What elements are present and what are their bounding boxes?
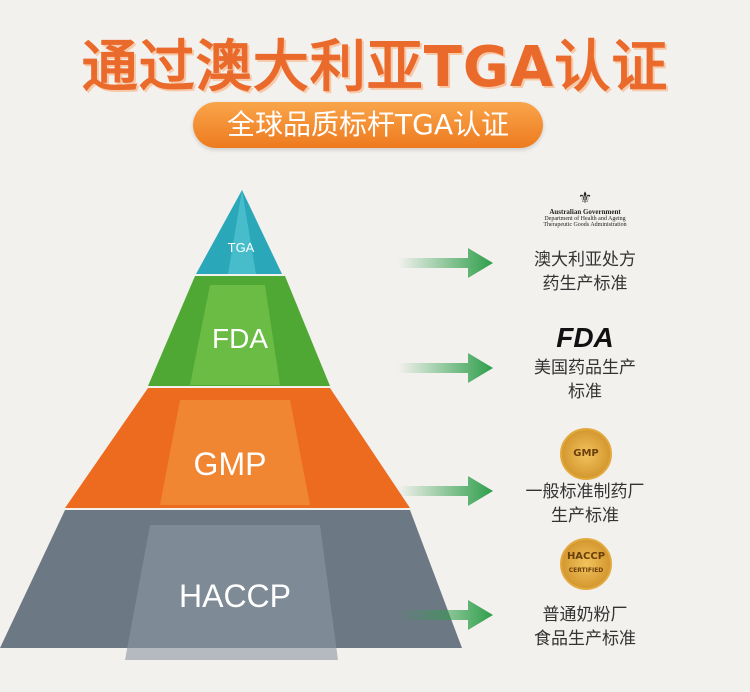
logo-line: Therapeutic Goods Administration [543,222,627,228]
standard-desc: 美国药品生产标准 [515,356,655,404]
arrow-right-icon [398,248,493,278]
coat-of-arms-icon: ⚜ [577,190,593,207]
desc-line: 标准 [568,382,602,402]
subtitle-pill: 全球品质标杆TGA认证 [193,102,543,148]
desc-line: 生产标准 [551,506,619,526]
arrow-right-icon [398,476,493,506]
desc-line: 药生产标准 [542,274,628,294]
standard-desc: 澳大利亚处方药生产标准 [515,248,655,296]
level-label-tga: TGA [227,240,255,255]
logo-line: Australian Government [549,208,621,216]
standard-desc: 普通奶粉厂食品生产标准 [515,603,655,651]
logo-line: Department of Health and Ageing [544,216,626,222]
desc-line: 澳大利亚处方 [534,250,636,270]
haccp-badge-sub: CERTIFIED [568,567,604,574]
desc-line: 普通奶粉厂 [542,605,628,625]
page-title: 通过澳大利亚TGA认证 [81,35,669,100]
desc-line: 美国药品生产 [534,358,636,378]
australian-government-logo: ⚜ Australian Government Department of He… [535,190,635,228]
haccp-badge: HACCP CERTIFIED [558,538,614,590]
haccp-badge-text: HACCP [566,551,606,562]
arrow-right-icon [398,600,493,630]
standard-desc: 一般标准制药厂生产标准 [515,480,655,528]
gmp-badge-text: GMP [560,428,612,480]
level-label-fda: FDA [212,323,268,354]
level-label-gmp: GMP [193,446,267,482]
arrow-right-icon [398,353,493,383]
desc-line: 食品生产标准 [534,629,636,649]
gmp-badge: GMP [560,428,612,480]
fda-logo: FDA [556,322,614,353]
desc-line: 一般标准制药厂 [525,482,645,502]
level-label-haccp: HACCP [178,578,291,614]
